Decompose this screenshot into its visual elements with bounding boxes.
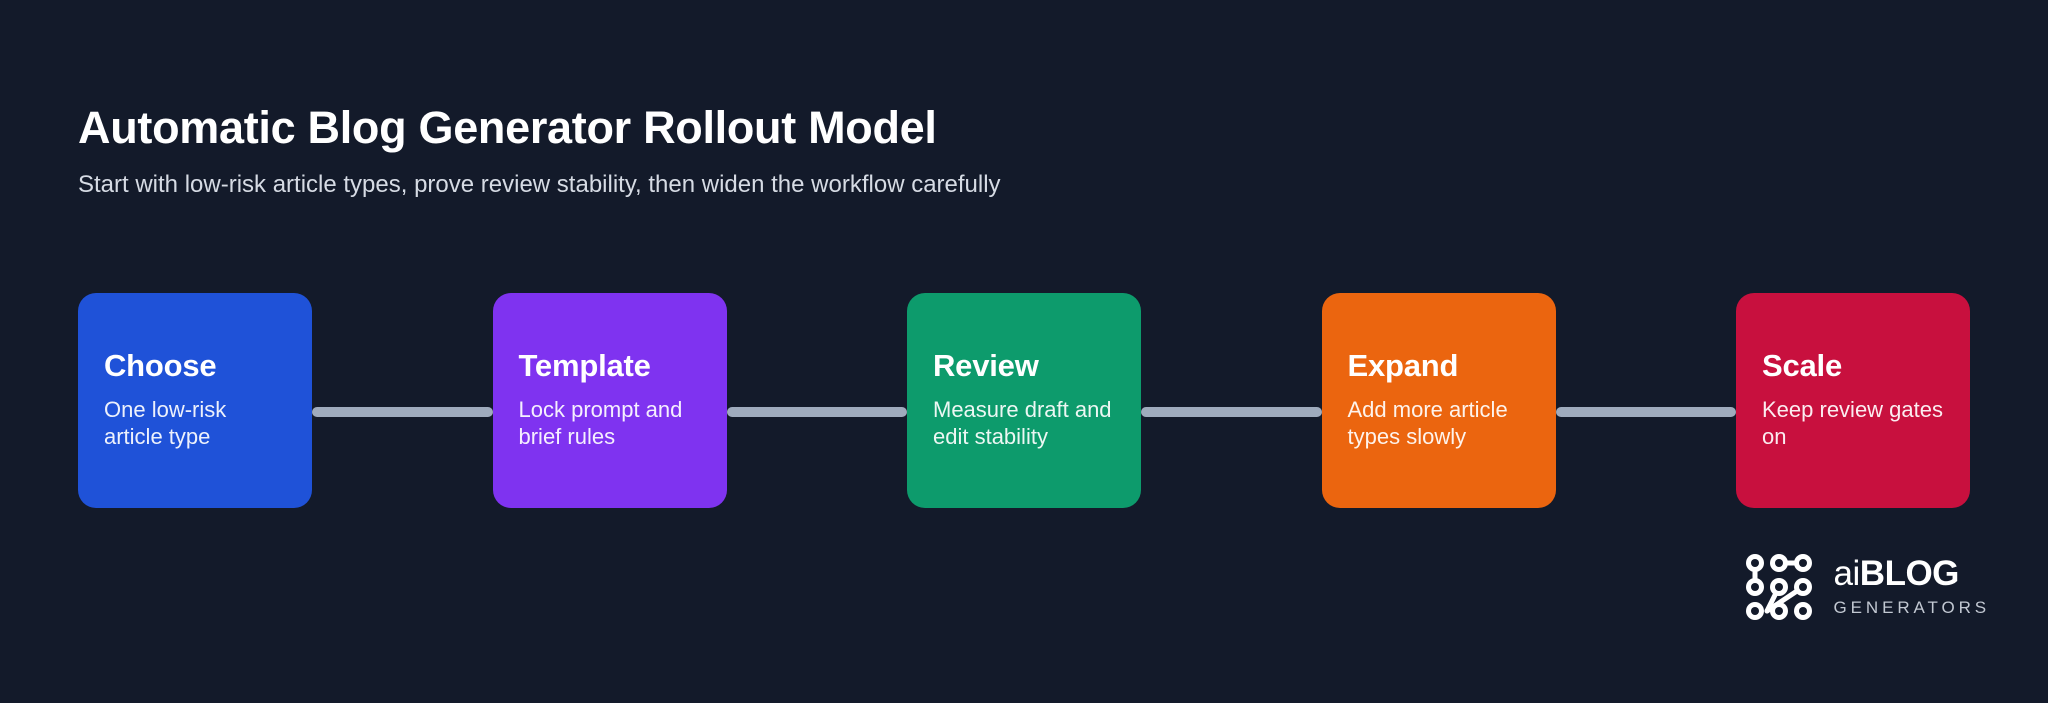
step-description: Keep review gates on bbox=[1762, 396, 1943, 450]
step-card-scale[interactable]: Scale Keep review gates on bbox=[1736, 293, 1970, 508]
logo-text: aiBLOG GENERATORS bbox=[1834, 556, 1990, 618]
connector-3 bbox=[1141, 406, 1322, 417]
step-title: Choose bbox=[104, 348, 217, 383]
page-title: Automatic Blog Generator Rollout Model bbox=[78, 102, 937, 153]
logo-word-blog: BLOG bbox=[1859, 554, 1960, 593]
step-title: Expand bbox=[1347, 348, 1459, 383]
page-subtitle: Start with low-risk article types, prove… bbox=[78, 170, 1001, 198]
step-title: Template bbox=[518, 348, 651, 383]
connector-2 bbox=[726, 406, 907, 417]
step-title: Review bbox=[933, 348, 1039, 383]
step-description: Add more article types slowly bbox=[1347, 396, 1508, 450]
node-network-icon bbox=[1744, 552, 1814, 622]
brand-logo: aiBLOG GENERATORS bbox=[1744, 552, 1990, 622]
connector-1 bbox=[312, 406, 493, 417]
rollout-flow: Choose One low-risk article type Templat… bbox=[78, 293, 1970, 508]
logo-wordmark: aiBLOG bbox=[1834, 556, 1990, 591]
step-card-choose[interactable]: Choose One low-risk article type bbox=[78, 293, 312, 508]
step-description: One low-risk article type bbox=[104, 396, 227, 450]
header: Automatic Blog Generator Rollout Model S… bbox=[78, 102, 1578, 199]
step-description: Measure draft and edit stability bbox=[933, 396, 1112, 450]
logo-tagline: GENERATORS bbox=[1833, 598, 1990, 617]
step-card-template[interactable]: Template Lock prompt and brief rules bbox=[492, 293, 727, 508]
step-card-review[interactable]: Review Measure draft and edit stability bbox=[907, 293, 1141, 508]
step-card-expand[interactable]: Expand Add more article types slowly bbox=[1321, 293, 1556, 508]
step-title: Scale bbox=[1762, 348, 1843, 383]
step-description: Lock prompt and brief rules bbox=[518, 396, 683, 450]
logo-word-ai: ai bbox=[1833, 554, 1861, 593]
connector-4 bbox=[1555, 406, 1736, 417]
